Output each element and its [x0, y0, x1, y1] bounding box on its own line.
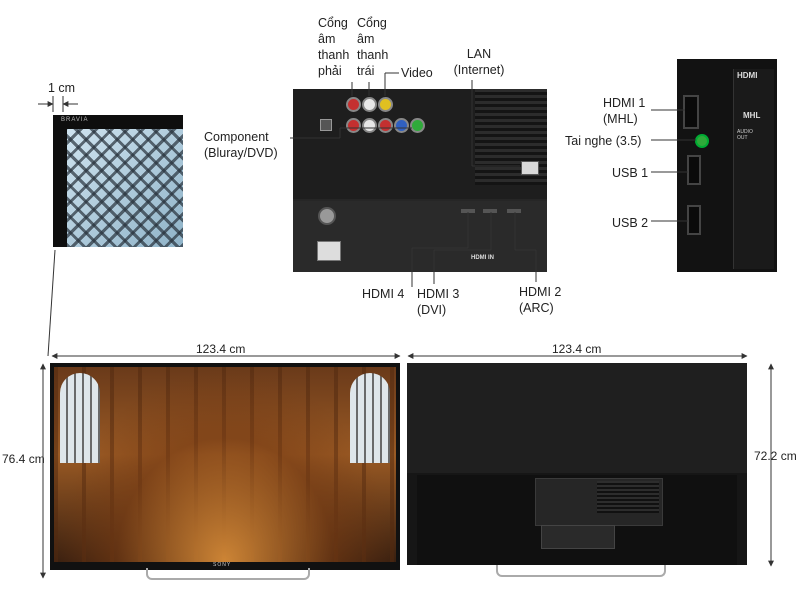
headphone-port: [695, 134, 709, 148]
component-audio-r-port: [346, 118, 361, 133]
tv-front-window-left: [60, 373, 100, 463]
side-hdmi-text: HDMI: [737, 71, 758, 80]
component-label: Component (Bluray/DVD): [204, 130, 278, 160]
hdmi2-port: [507, 209, 521, 213]
side-audio-out-text: AUDIO OUT: [737, 129, 753, 141]
side-panel-strip: [733, 69, 774, 269]
rca-audio-left-port: [362, 97, 377, 112]
tv-front-stand: [146, 568, 310, 580]
hdmi4-label: HDMI 4: [362, 287, 405, 301]
bezel-width-label: 1 cm: [48, 81, 76, 95]
front-width-label: 123.4 cm: [194, 342, 248, 356]
lan-port: [521, 161, 539, 175]
component-pr-port: [378, 118, 393, 133]
tv-back-vent: [597, 481, 659, 513]
hdmi4-port: [461, 209, 475, 213]
back-height-label: 72.2 cm: [752, 449, 799, 463]
hdmi1-port: [683, 95, 699, 129]
tv-back: [407, 363, 747, 565]
bezel-brand: BRAVIA: [61, 117, 89, 123]
tv-front-screen: [54, 367, 396, 562]
tv-back-stand: [496, 565, 666, 577]
rca-audio-right-port: [346, 97, 361, 112]
lan-label: LAN (Internet): [453, 47, 505, 77]
usb2-port: [687, 205, 701, 235]
video-label: Video: [401, 66, 433, 80]
usb1-port: [687, 155, 701, 185]
rear-panel-sticker: [317, 241, 341, 261]
tv-front: SONY: [50, 363, 400, 570]
usb1-label: USB 1: [612, 166, 649, 180]
bezel-screen-image: [67, 129, 183, 247]
hdmi1-label: HDMI 1 (MHL): [603, 96, 646, 126]
component-pb-port: [394, 118, 409, 133]
antenna-port: [318, 207, 336, 225]
hdmi3-label: HDMI 3 (DVI): [417, 287, 460, 317]
optical-port: [320, 119, 332, 131]
hdmi3-port: [483, 209, 497, 213]
component-y-port: [410, 118, 425, 133]
headphone-label: Tai nghe (3.5): [565, 134, 642, 148]
bezel-photo: BRAVIA: [53, 115, 183, 247]
usb2-label: USB 2: [612, 216, 649, 230]
audio-right-label: Cổng âm thanh phải: [318, 16, 350, 78]
hdmi2-label: HDMI 2 (ARC): [519, 285, 562, 315]
rca-video-port: [378, 97, 393, 112]
front-height-label: 76.4 cm: [0, 452, 47, 466]
tv-back-upper: [407, 363, 747, 473]
rear-hdmi-in-text: HDMI IN: [471, 255, 494, 261]
rear-port-panel: HDMI IN: [293, 89, 547, 272]
tv-front-brand: SONY: [213, 562, 232, 568]
tv-front-window-right: [350, 373, 390, 463]
side-mhl-text: MHL: [743, 111, 761, 120]
side-port-panel: HDMI MHL AUDIO OUT: [677, 59, 777, 272]
audio-left-label: Cổng âm thanh trái: [357, 16, 389, 78]
component-audio-l-port: [362, 118, 377, 133]
tv-back-label: [541, 525, 615, 549]
back-width-label: 123.4 cm: [550, 342, 604, 356]
